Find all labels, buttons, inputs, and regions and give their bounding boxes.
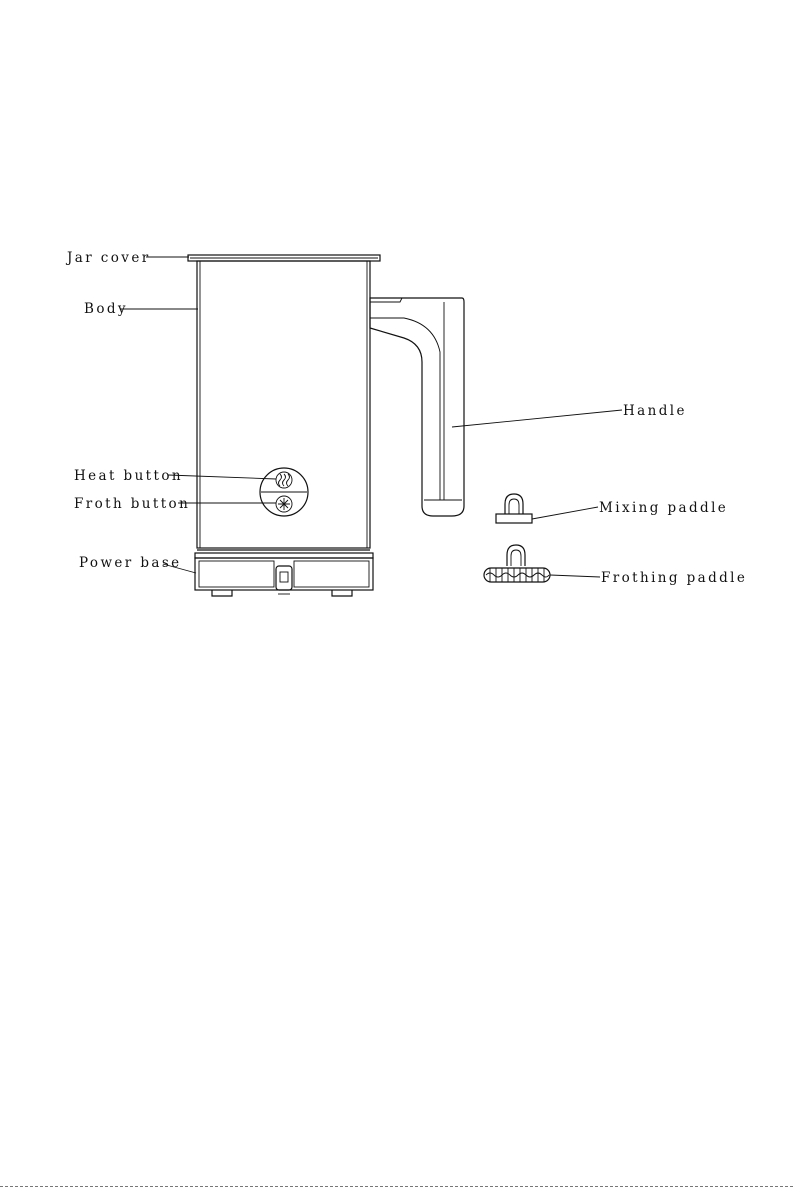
control-panel [260, 468, 308, 516]
label-handle: Handle [623, 403, 687, 419]
label-power-base: Power base [79, 555, 182, 571]
froth-button[interactable] [276, 496, 292, 512]
frothing-paddle [484, 545, 550, 582]
label-frothing-paddle: Frothing paddle [601, 570, 747, 586]
label-heat-button: Heat button [74, 468, 183, 484]
jar-cover [188, 255, 380, 261]
handle [370, 298, 464, 516]
page-bottom-border [0, 1186, 793, 1187]
label-body: Body [84, 301, 128, 317]
mixing-paddle [496, 494, 532, 523]
label-froth-button: Froth button [74, 496, 190, 512]
heat-button[interactable] [276, 472, 292, 488]
power-base [195, 550, 373, 596]
label-mixing-paddle: Mixing paddle [599, 500, 728, 516]
label-jar-cover: Jar cover [65, 250, 151, 266]
leader-lines [120, 257, 622, 577]
